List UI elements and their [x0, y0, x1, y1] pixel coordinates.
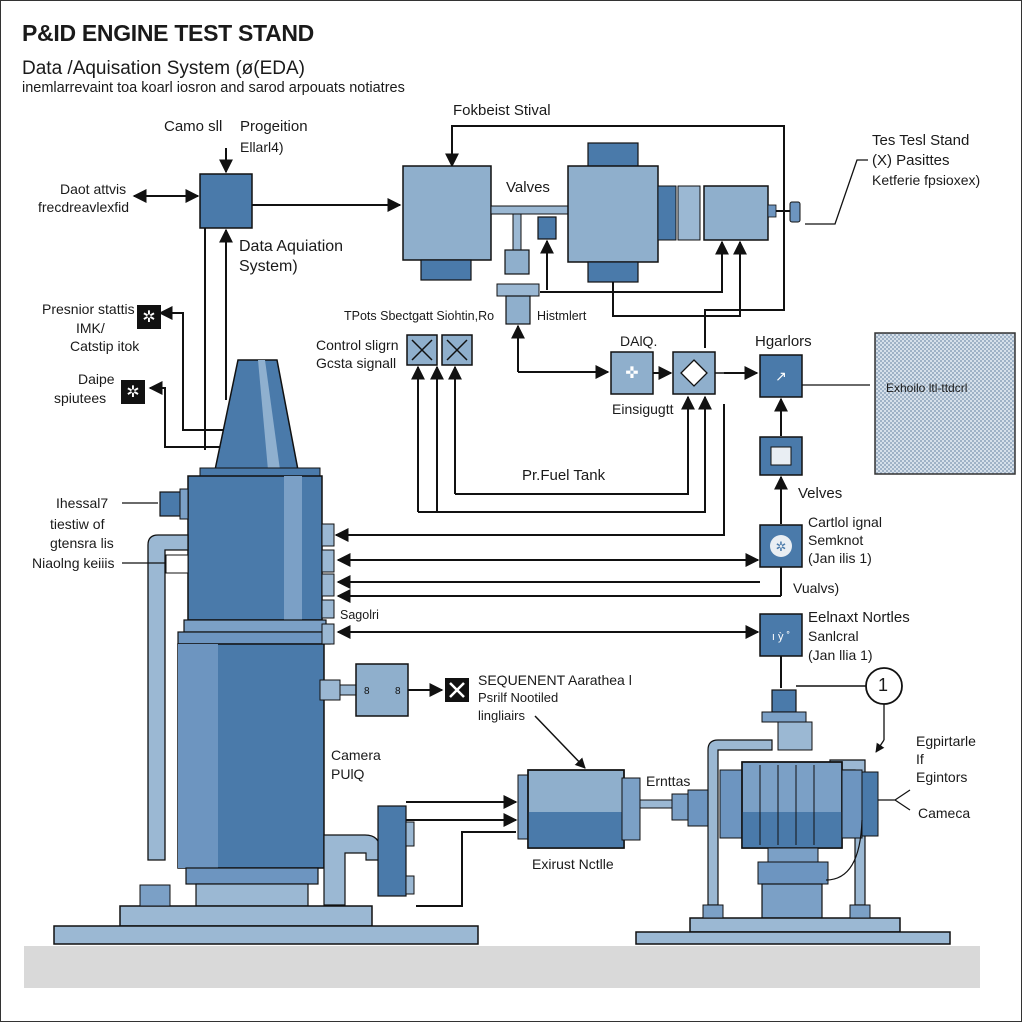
label-emittas: Ernttas	[646, 773, 691, 789]
label-thrust-sub1: tiestiw of	[50, 516, 105, 532]
label-propogition: Progeition	[240, 118, 308, 135]
svg-text:↗: ↗	[775, 368, 787, 384]
sequencer-box: 8 8	[319, 663, 409, 717]
label-daq-system-sub: System)	[239, 258, 298, 275]
label-equipment: Egpirtarle	[916, 733, 976, 749]
label-control-signal-right-sub2: (Jan ilis 1)	[808, 550, 872, 566]
label-pressure-status-sub2: Catstip itok	[70, 338, 140, 354]
label-test-stand: Tes Tesl Stand	[872, 132, 970, 149]
signal-conditioner	[672, 351, 716, 395]
svg-text:8: 8	[395, 686, 401, 697]
floor	[24, 946, 980, 988]
exhaust-nozzle	[517, 769, 709, 849]
label-sequencer-sub2: lingliairs	[478, 708, 525, 723]
label-camera-puq: Camera	[331, 747, 381, 763]
label-valves-top: Valves	[506, 179, 550, 196]
label-data-status: Daot attvis	[60, 181, 127, 197]
label-daipe: Daipe	[78, 371, 115, 387]
label-control-signal: Control sligrn	[316, 337, 399, 353]
callout-number: 1	[878, 675, 889, 695]
label-test-stand-sub2: Ketferie fpsioxex)	[872, 172, 981, 188]
page-title: P&ID ENGINE TEST STAND	[22, 20, 314, 46]
pressure-instrument	[137, 305, 161, 329]
process-vessel-center	[567, 142, 801, 283]
svg-text:✲: ✲	[142, 309, 155, 326]
label-exhaust-nozzles-sub2: (Jan llia 1)	[808, 647, 873, 663]
label-sequencer-sub1: Psrilf Nootiled	[478, 690, 559, 705]
label-daq-node: DAlQ.	[620, 333, 658, 349]
signal-line	[148, 381, 225, 448]
label-feedback-signal: Fokbeist Stival	[453, 102, 551, 119]
label-control-signal-right: Cartlol ignal	[808, 514, 882, 530]
label-thrust: Ihessal7	[56, 495, 109, 511]
label-sagolri: Sagolri	[340, 608, 379, 622]
label-tpots: TPots Sbectgatt Siohtin,Ro	[344, 309, 495, 323]
label-camera-top: Camo sll	[164, 118, 223, 135]
label-data-status-sub: frecdreavlexfid	[38, 199, 130, 215]
daq-box	[199, 173, 253, 229]
heaters-box: ↗	[759, 354, 803, 398]
label-fuel-tank: Pr.Fuel Tank	[522, 467, 606, 484]
label-camera-puq-sub: PUlQ	[331, 766, 365, 782]
label-pressure-status: Presnior stattis	[42, 301, 135, 317]
leader-line	[805, 159, 868, 225]
label-daq-system: Data Aquiation	[239, 238, 344, 255]
label-camera-right: Cameca	[918, 805, 971, 821]
sequencer-valve	[445, 678, 469, 702]
svg-text:8: 8	[364, 686, 370, 697]
label-exhaust-nozzle-bottom: Exirust Nctlle	[532, 856, 614, 872]
control-signal-box: ✲	[759, 524, 803, 568]
daq-node: ✜	[610, 351, 654, 395]
svg-text:✲: ✲	[126, 384, 139, 401]
label-control-signal-right-sub1: Semknot	[808, 532, 864, 548]
signal-line	[158, 306, 230, 431]
valve-indicator	[759, 436, 803, 476]
svg-text:ı ỳ ˚: ı ỳ ˚	[772, 631, 790, 643]
label-exhaust-nozzles-sub1: Sanlcral	[808, 628, 859, 644]
page-subtitle: Data /Aquisation System (ø(EDA)	[22, 58, 305, 79]
label-pressure-status-sub1: IMK/	[76, 320, 105, 336]
control-valve-2	[441, 334, 473, 366]
label-sequencer: SEQUENENT Aarathea l	[478, 672, 632, 688]
label-histmlert: Histmlert	[537, 309, 587, 323]
label-equipment-sub2: Egintors	[916, 769, 968, 785]
svg-text:✲: ✲	[776, 539, 787, 554]
label-test-stand-sub1: (X) Pasittes	[872, 152, 950, 169]
exhaust-tested-panel	[874, 332, 1016, 475]
svg-text:✜: ✜	[625, 365, 638, 382]
label-daipe-sub: spiutees	[54, 390, 107, 406]
exhaust-nozzle-box: ı ỳ ˚	[759, 613, 803, 657]
label-thrust-sub3: Niaolng keiiis	[32, 555, 115, 571]
turbine-assembly	[635, 689, 951, 945]
rocket-engine-main	[53, 359, 479, 945]
process-vessel-left	[402, 165, 492, 281]
label-valves-mid: Velves	[798, 485, 843, 502]
label-control-signal-sub: Gcsta signall	[316, 355, 397, 371]
label-thrust-sub2: gtensra lis	[50, 535, 114, 551]
label-einsigugtt: Einsigugtt	[612, 401, 674, 417]
label-heaters: Hgarlors	[755, 333, 812, 350]
label-exhaust-tested: Exhoilo ltl-ttdcrl	[886, 381, 968, 395]
label-exhaust-nozzles: Eelnaxt Nortles	[808, 609, 910, 626]
label-propogition-sub: Ellarl4)	[240, 139, 284, 155]
control-valve-1	[406, 334, 438, 366]
label-valves-paren: Vualvs)	[793, 580, 840, 596]
page-description: inemlarrevaint toa koarl iosron and saro…	[22, 80, 405, 96]
label-equipment-sub1: If	[916, 751, 924, 767]
daipe-instrument	[121, 380, 145, 404]
